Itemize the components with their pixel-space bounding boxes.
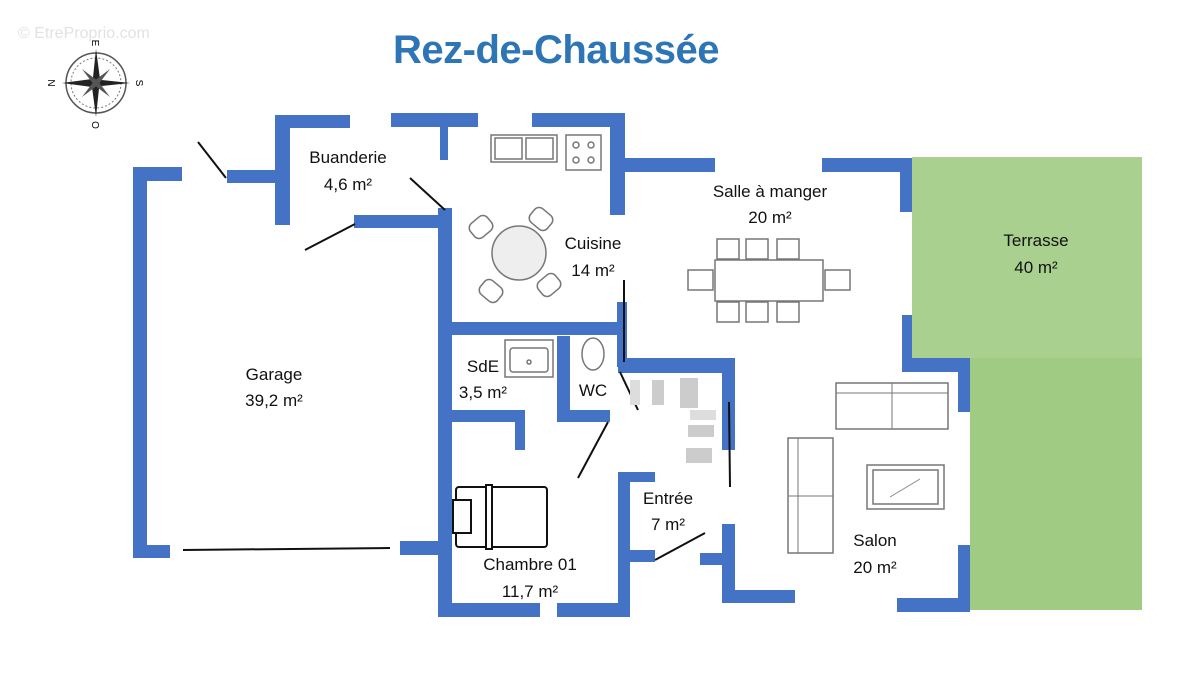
room-area: 4,6 m² (324, 175, 373, 194)
room-area: 39,2 m² (245, 391, 303, 410)
bed-icon (452, 484, 548, 550)
dining-table-icon (687, 238, 851, 323)
terrace-area-lower (970, 358, 1142, 610)
room-area: 40 m² (1014, 258, 1058, 277)
room-area: 7 m² (651, 515, 685, 534)
room-area: 20 m² (853, 558, 897, 577)
page-title: Rez-de-Chaussée (393, 28, 719, 72)
kitchen-sink-icon (490, 134, 558, 163)
round-table-icon (468, 206, 562, 304)
room-area: 20 m² (748, 208, 792, 227)
room-name: WC (579, 381, 607, 400)
room-name: Chambre 01 (483, 555, 577, 574)
terrace-area-upper (912, 157, 1142, 358)
compass-north: N (45, 79, 56, 86)
door-swings (182, 141, 731, 561)
watermark: © EtreProprio.com (18, 25, 150, 42)
sofa-icon (787, 382, 949, 554)
cooktop-icon (565, 134, 602, 171)
washbasin-icon (504, 339, 554, 378)
room-name: Terrasse (1003, 231, 1068, 250)
room-name: Cuisine (565, 234, 622, 253)
compass-south: S (133, 80, 144, 87)
room-area: 3,5 m² (459, 383, 508, 402)
room-name: Salon (853, 531, 896, 550)
compass-east: E (89, 40, 100, 47)
room-name: Garage (246, 365, 303, 384)
room-area: 14 m² (571, 261, 615, 280)
coffee-table-icon (866, 464, 945, 510)
compass-icon: E N S O (45, 40, 144, 129)
room-labels: Buanderie 4,6 m² Cuisine 14 m² Salle à m… (245, 148, 1068, 601)
room-area: 11,7 m² (502, 582, 559, 601)
room-name: Buanderie (309, 148, 387, 167)
toilet-icon (581, 337, 605, 371)
staircase-icon (630, 378, 716, 463)
room-name: Entrée (643, 489, 693, 508)
walls (133, 113, 970, 617)
room-name: SdE (467, 357, 499, 376)
compass-west: O (89, 121, 100, 129)
room-name: Salle à manger (713, 182, 828, 201)
